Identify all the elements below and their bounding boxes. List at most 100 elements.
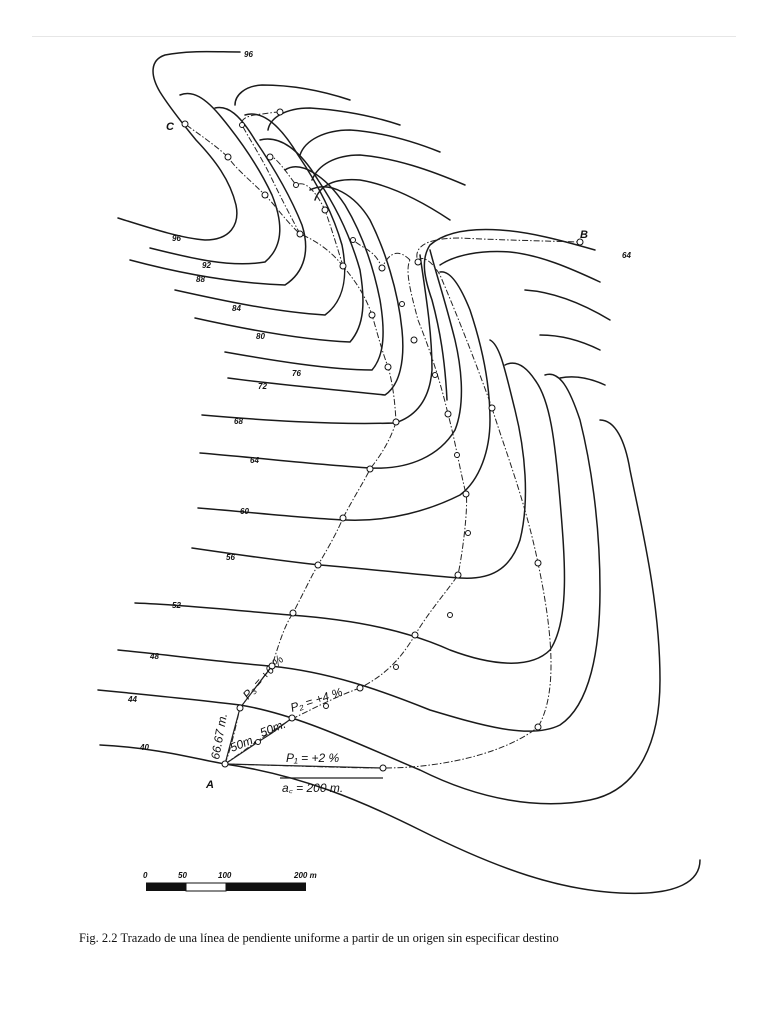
node: [289, 609, 297, 617]
node: [276, 108, 284, 116]
node: [224, 153, 232, 161]
contour-right-10: [234, 84, 351, 106]
scale-label-200: 200 m: [293, 871, 317, 880]
annotation-distance: 66.67 m.: [208, 712, 230, 760]
contour-right-6: [314, 178, 451, 221]
node: [368, 311, 376, 319]
contour-72: [227, 186, 404, 396]
node: [462, 490, 470, 498]
node: [432, 372, 438, 378]
scale-segment: [185, 882, 227, 892]
contour-80: [194, 138, 364, 343]
node: [321, 206, 329, 214]
node: [384, 363, 392, 371]
annotation-p3: P₃ = +6 %: [240, 652, 287, 702]
node: [350, 237, 356, 243]
contour-96: [117, 50, 241, 241]
annotation-p1: P₁ = +2 %: [286, 751, 339, 765]
contour-label-96: 96: [172, 234, 181, 243]
node: [366, 465, 374, 473]
contour-lines-right: [234, 84, 611, 401]
node: [392, 418, 400, 426]
node: [444, 410, 452, 418]
node: [410, 336, 418, 344]
baseline-ac: [224, 763, 384, 769]
node: [255, 739, 261, 745]
node: [268, 662, 276, 670]
node: [323, 703, 329, 709]
node: [414, 258, 422, 266]
annotation-ac: a꜀ = 200 m.: [282, 781, 343, 795]
node: [239, 122, 245, 128]
node: [465, 530, 471, 536]
contour-label-44: 44: [127, 695, 137, 704]
annotation-p2: P₂ = +4 %: [289, 685, 345, 715]
contour-label-40: 40: [139, 743, 149, 752]
node: [261, 191, 269, 199]
node: [296, 230, 304, 238]
node: [266, 153, 274, 161]
contour-right-7: [311, 154, 466, 186]
contour-label-80: 80: [256, 332, 265, 341]
node: [379, 764, 387, 772]
node: [534, 723, 542, 731]
figure-caption: Fig. 2.2 Trazado de una línea de pendien…: [79, 931, 559, 945]
contour-60: [197, 271, 491, 521]
node: [488, 404, 496, 412]
contour-label-48: 48: [149, 652, 159, 661]
contour-right-4: [539, 334, 601, 351]
contour-92: [149, 92, 281, 265]
point-c-label: C: [166, 121, 175, 133]
contour-label-96-top: 96: [244, 50, 253, 59]
node: [454, 571, 462, 579]
contour-right-9: [267, 107, 401, 131]
contour-label-76: 76: [292, 369, 301, 378]
node-c: [181, 120, 189, 128]
contour-label-84: 84: [232, 304, 241, 313]
node: [447, 612, 453, 618]
node: [378, 264, 386, 272]
contour-40: [99, 744, 701, 895]
node: [454, 452, 460, 458]
contour-64: [199, 249, 463, 469]
scale-label-50: 50: [178, 871, 187, 880]
route-p2: [224, 259, 468, 765]
node: [288, 714, 296, 722]
contour-56: [191, 339, 527, 579]
contour-44: [97, 419, 661, 805]
contour-88: [129, 106, 307, 286]
node: [339, 514, 347, 522]
contour-48: [117, 373, 601, 732]
grade-lines: [184, 111, 581, 779]
contour-labels: 40 44 48 52 56 60 64 68 72 76 80 84 88 9…: [127, 50, 631, 752]
contour-label-64: 64: [250, 456, 259, 465]
route-nodes: [181, 108, 584, 772]
top-divider: [32, 36, 736, 37]
node: [399, 301, 405, 307]
contour-right-5: [559, 376, 606, 386]
node: [356, 684, 364, 692]
contour-label-56: 56: [226, 553, 235, 562]
point-a-label: A: [205, 779, 214, 791]
contour-right-3: [524, 289, 611, 321]
node-b: [576, 238, 584, 246]
segment-p2: [224, 717, 293, 765]
contour-68: [201, 254, 433, 425]
annotation-segment-2: 50m.: [258, 717, 288, 740]
contour-lines: [97, 50, 701, 895]
contour-52: [134, 362, 566, 664]
node: [293, 182, 299, 188]
route-p2-upper: [269, 154, 344, 267]
contour-right-2: [439, 250, 601, 283]
contour-84: [174, 113, 346, 316]
contour-label-88: 88: [196, 275, 205, 284]
contour-label-68: 68: [234, 417, 243, 426]
node: [339, 262, 347, 270]
contour-label-60: 60: [240, 507, 249, 516]
node-a: [221, 760, 229, 768]
node: [411, 631, 419, 639]
scale-label-100: 100: [218, 871, 232, 880]
contour-label-64-right: 64: [622, 251, 631, 260]
node: [236, 704, 244, 712]
